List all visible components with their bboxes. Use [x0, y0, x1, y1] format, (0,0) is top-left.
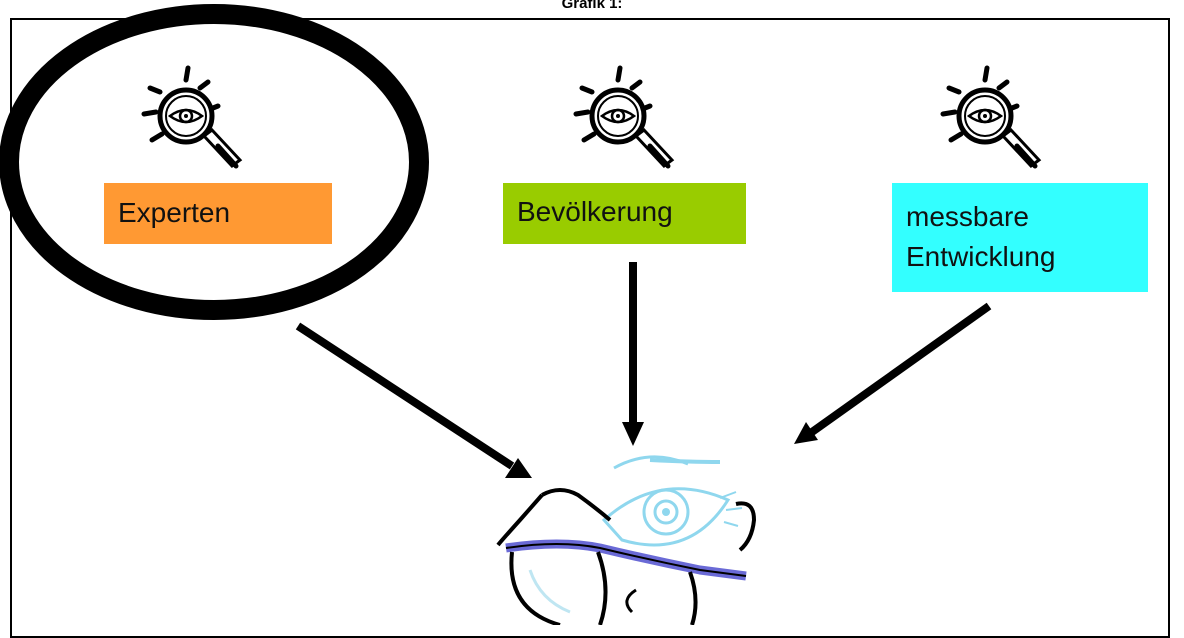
glasses-eye-icon	[496, 455, 757, 625]
highlight-ellipse	[0, 4, 429, 320]
box-bevoelkerung-bg	[503, 183, 746, 244]
box-messbare-line1: messbare	[906, 201, 1029, 232]
arrow-bevoelkerung	[622, 262, 644, 446]
arrow-experten	[295, 322, 532, 478]
diagram-caption: Grafik 1:	[561, 0, 623, 12]
box-messbare-line2: Entwicklung	[906, 241, 1056, 272]
magnifier-eye-icon	[943, 68, 1039, 166]
box-messbare-bg	[892, 183, 1148, 292]
box-experten: Experten	[118, 197, 231, 228]
box-messbare-entwicklung: messbare Entwicklung	[892, 183, 1148, 292]
box-bevoelkerung: Bevölkerung	[517, 196, 673, 227]
box-experten-bg	[104, 183, 332, 244]
magnifier-eye-icon	[576, 68, 672, 166]
magnifier-eye-icon	[144, 68, 240, 166]
arrow-messbare	[794, 302, 992, 444]
diagram-graphics	[0, 4, 1148, 625]
